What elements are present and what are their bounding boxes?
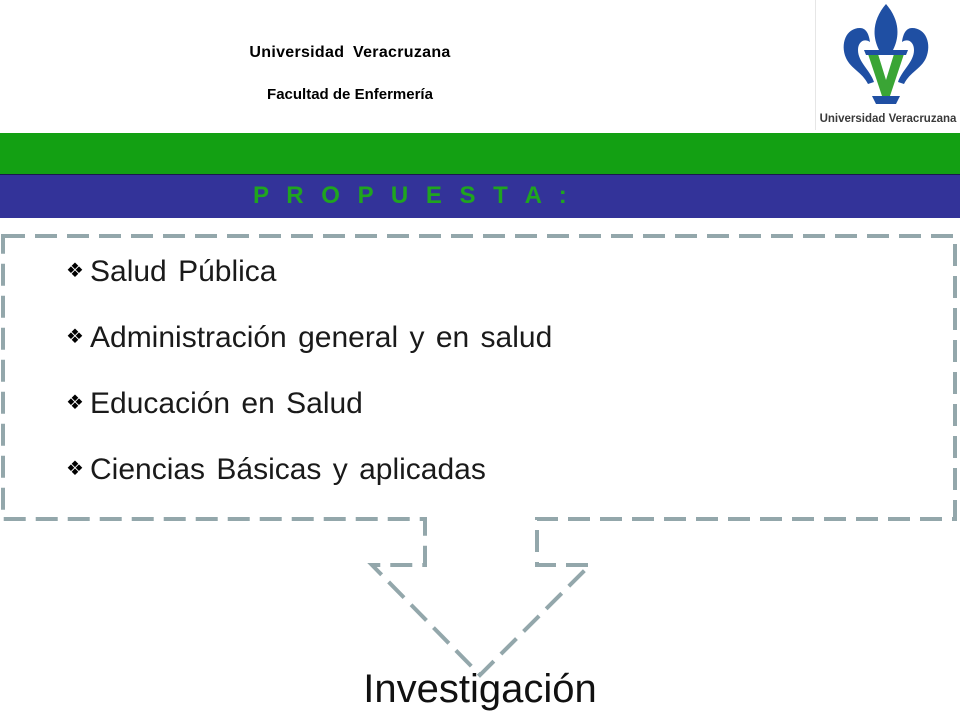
list-item-label: Administración general y en salud: [90, 321, 553, 354]
list-item-label: Ciencias Básicas y aplicadas: [90, 453, 486, 486]
diamond-bullet-icon: [66, 382, 90, 422]
list-item-label: Salud Pública: [90, 255, 277, 288]
list-item: Educación en Salud: [66, 382, 552, 422]
list-item-label: Educación en Salud: [90, 387, 363, 420]
proposal-list: Salud Pública Administración general y e…: [66, 250, 552, 514]
diamond-bullet-icon: [66, 250, 90, 290]
diamond-bullet-icon: [66, 448, 90, 488]
list-item: Ciencias Básicas y aplicadas: [66, 448, 552, 488]
list-item: Salud Pública: [66, 250, 552, 290]
green-band: [0, 133, 960, 174]
university-name: Universidad Veracruzana: [249, 44, 451, 61]
list-item: Administración general y en salud: [66, 316, 552, 356]
banner-title: P R O P U E S T A :: [253, 182, 573, 209]
university-logo: Universidad Veracruzana: [815, 0, 960, 130]
fleur-de-lis-v-icon: Universidad Veracruzana: [820, 4, 957, 125]
logo-text: Universidad Veracruzana: [820, 113, 957, 125]
result-label: Investigación: [363, 667, 597, 711]
title-banner: P R O P U E S T A :: [0, 174, 960, 218]
faculty-name: Facultad de Enfermería: [267, 86, 433, 103]
diamond-bullet-icon: [66, 316, 90, 356]
